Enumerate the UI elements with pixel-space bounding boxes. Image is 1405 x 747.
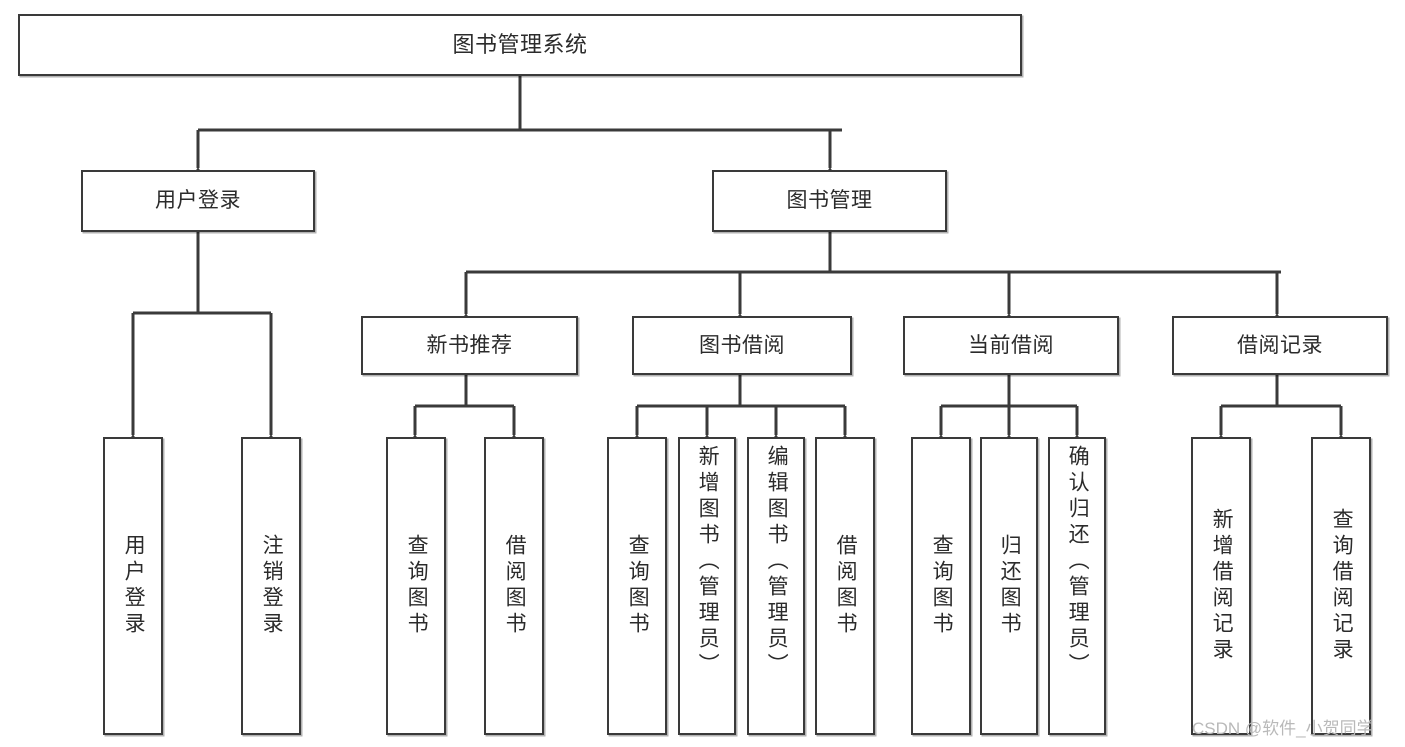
csdn-watermark: CSDN @软件_小贺同学	[1192, 719, 1374, 738]
node-label: 新增借阅记录	[1210, 508, 1234, 664]
node-label: 确认归还（管理员）	[1066, 445, 1090, 679]
node-label: 新增图书（管理员）	[696, 445, 720, 679]
leaf-book-borrow-query-book[interactable]: 查询图书	[607, 437, 667, 735]
leaf-current-borrow-return-book[interactable]: 归还图书	[980, 437, 1038, 735]
leaf-user-login-logout[interactable]: 注销登录	[241, 437, 301, 735]
leaf-current-borrow-confirm-return-admin[interactable]: 确认归还（管理员）	[1048, 437, 1106, 735]
leaf-current-borrow-query-book[interactable]: 查询图书	[911, 437, 971, 735]
leaf-book-borrow-add-book-admin[interactable]: 新增图书（管理员）	[678, 437, 736, 735]
node-label: 新书推荐	[426, 333, 513, 357]
node-root-book-management-system[interactable]: 图书管理系统	[18, 14, 1022, 76]
node-book-borrow[interactable]: 图书借阅	[632, 316, 852, 375]
node-label: 用户登录	[122, 534, 146, 638]
leaf-user-login-login[interactable]: 用户登录	[103, 437, 163, 735]
node-label: 用户登录	[155, 189, 241, 213]
node-label: 借阅记录	[1237, 333, 1323, 357]
node-user-login[interactable]: 用户登录	[81, 170, 315, 232]
leaf-new-book-query-book[interactable]: 查询图书	[386, 437, 446, 735]
node-label: 当前借阅	[968, 333, 1054, 357]
node-label: 注销登录	[260, 534, 284, 638]
node-label: 归还图书	[998, 534, 1022, 638]
node-label: 查询图书	[626, 534, 650, 638]
node-label: 借阅图书	[503, 534, 527, 638]
leaf-borrow-records-add-record[interactable]: 新增借阅记录	[1191, 437, 1251, 735]
node-book-management[interactable]: 图书管理	[712, 170, 947, 232]
node-new-book-recommend[interactable]: 新书推荐	[361, 316, 578, 375]
leaf-book-borrow-borrow-book[interactable]: 借阅图书	[815, 437, 875, 735]
node-label: 图书管理	[786, 189, 873, 213]
leaf-book-borrow-edit-book-admin[interactable]: 编辑图书（管理员）	[747, 437, 805, 735]
node-label: 查询图书	[930, 534, 954, 638]
node-label: 查询借阅记录	[1330, 508, 1354, 664]
node-borrow-records[interactable]: 借阅记录	[1172, 316, 1388, 375]
node-label: 图书借阅	[699, 333, 785, 357]
node-label: 借阅图书	[834, 534, 858, 638]
node-label: 编辑图书（管理员）	[765, 445, 789, 679]
leaf-new-book-borrow-book[interactable]: 借阅图书	[484, 437, 544, 735]
node-label: 查询图书	[405, 534, 429, 638]
leaf-borrow-records-query-record[interactable]: 查询借阅记录	[1311, 437, 1371, 735]
node-current-borrow[interactable]: 当前借阅	[903, 316, 1119, 375]
node-label: 图书管理系统	[452, 31, 588, 57]
